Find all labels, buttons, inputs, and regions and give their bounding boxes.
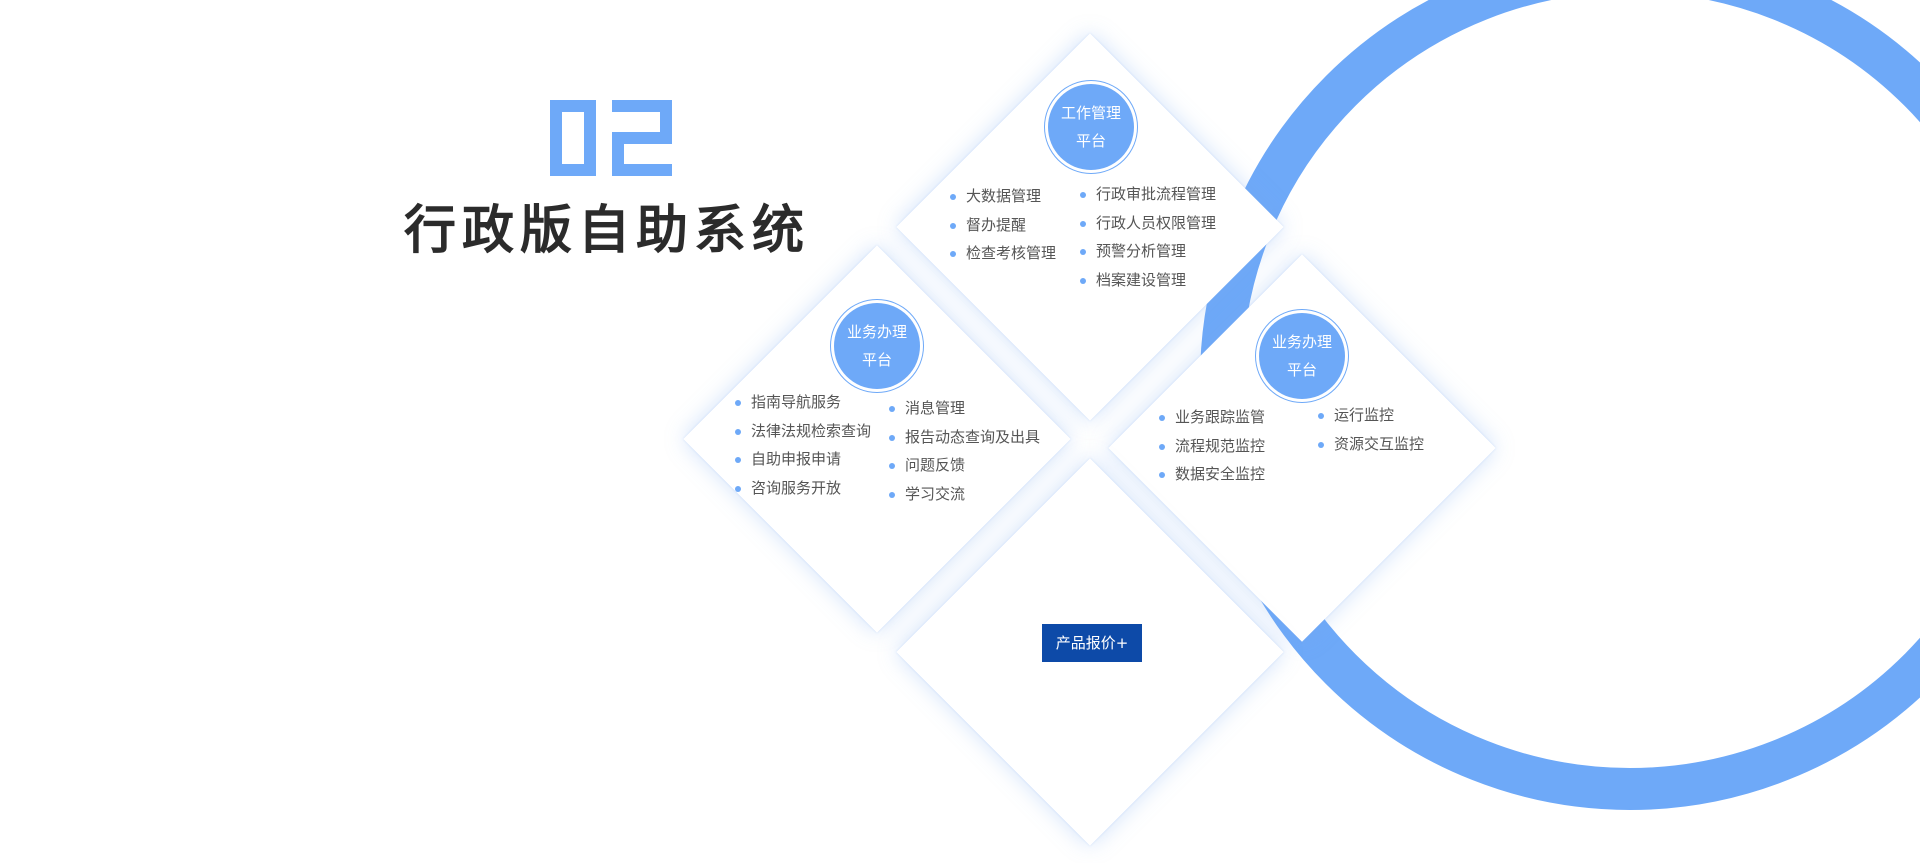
feature-list-right-col-b: 运行监控 资源交互监控 [1318,401,1424,458]
feature-item: 流程规范监控 [1159,432,1265,461]
feature-item: 预警分析管理 [1080,237,1216,266]
platform-badge-work-management: 工作管理 平台 [1048,84,1134,170]
feature-list-top-col-a: 大数据管理 督办提醒 检查考核管理 [950,182,1056,268]
badge-label-line1: 工作管理 [1060,104,1121,122]
feature-item: 大数据管理 [950,182,1056,211]
feature-item: 消息管理 [889,394,1040,423]
feature-item: 行政人员权限管理 [1080,209,1216,238]
feature-list-top-col-b: 行政审批流程管理 行政人员权限管理 预警分析管理 档案建设管理 [1080,180,1216,294]
badge-label-line2: 平台 [1075,132,1106,150]
badge-label-line1: 业务办理 [1271,333,1332,351]
badge-label-line1: 业务办理 [846,323,907,341]
feature-item: 咨询服务开放 [735,474,871,503]
feature-list-left-col-b: 消息管理 报告动态查询及出具 问题反馈 学习交流 [889,394,1040,508]
section-number [550,100,672,176]
system-title: 行政版自助系统 [404,201,811,261]
feature-item: 行政审批流程管理 [1080,180,1216,209]
feature-item: 检查考核管理 [950,239,1056,268]
platform-badge-business-right: 业务办理 平台 [1259,313,1345,399]
feature-item: 档案建设管理 [1080,266,1216,295]
feature-item: 自助申报申请 [735,445,871,474]
feature-item: 指南导航服务 [735,388,871,417]
badge-label-line2: 平台 [1286,361,1317,379]
feature-item: 业务跟踪监管 [1159,403,1265,432]
feature-list-right-col-a: 业务跟踪监管 流程规范监控 数据安全监控 [1159,403,1265,489]
feature-item: 数据安全监控 [1159,460,1265,489]
badge-label-line2: 平台 [861,351,892,369]
feature-item: 督办提醒 [950,211,1056,240]
feature-item: 法律法规检索查询 [735,417,871,446]
feature-list-left-col-a: 指南导航服务 法律法规检索查询 自助申报申请 咨询服务开放 [735,388,871,502]
platform-badge-business-left: 业务办理 平台 [834,303,920,389]
feature-item: 运行监控 [1318,401,1424,430]
product-quote-button[interactable]: 产品报价+ [1042,624,1142,662]
feature-item: 资源交互监控 [1318,430,1424,459]
feature-item: 问题反馈 [889,451,1040,480]
feature-item: 学习交流 [889,480,1040,509]
feature-item: 报告动态查询及出具 [889,423,1040,452]
